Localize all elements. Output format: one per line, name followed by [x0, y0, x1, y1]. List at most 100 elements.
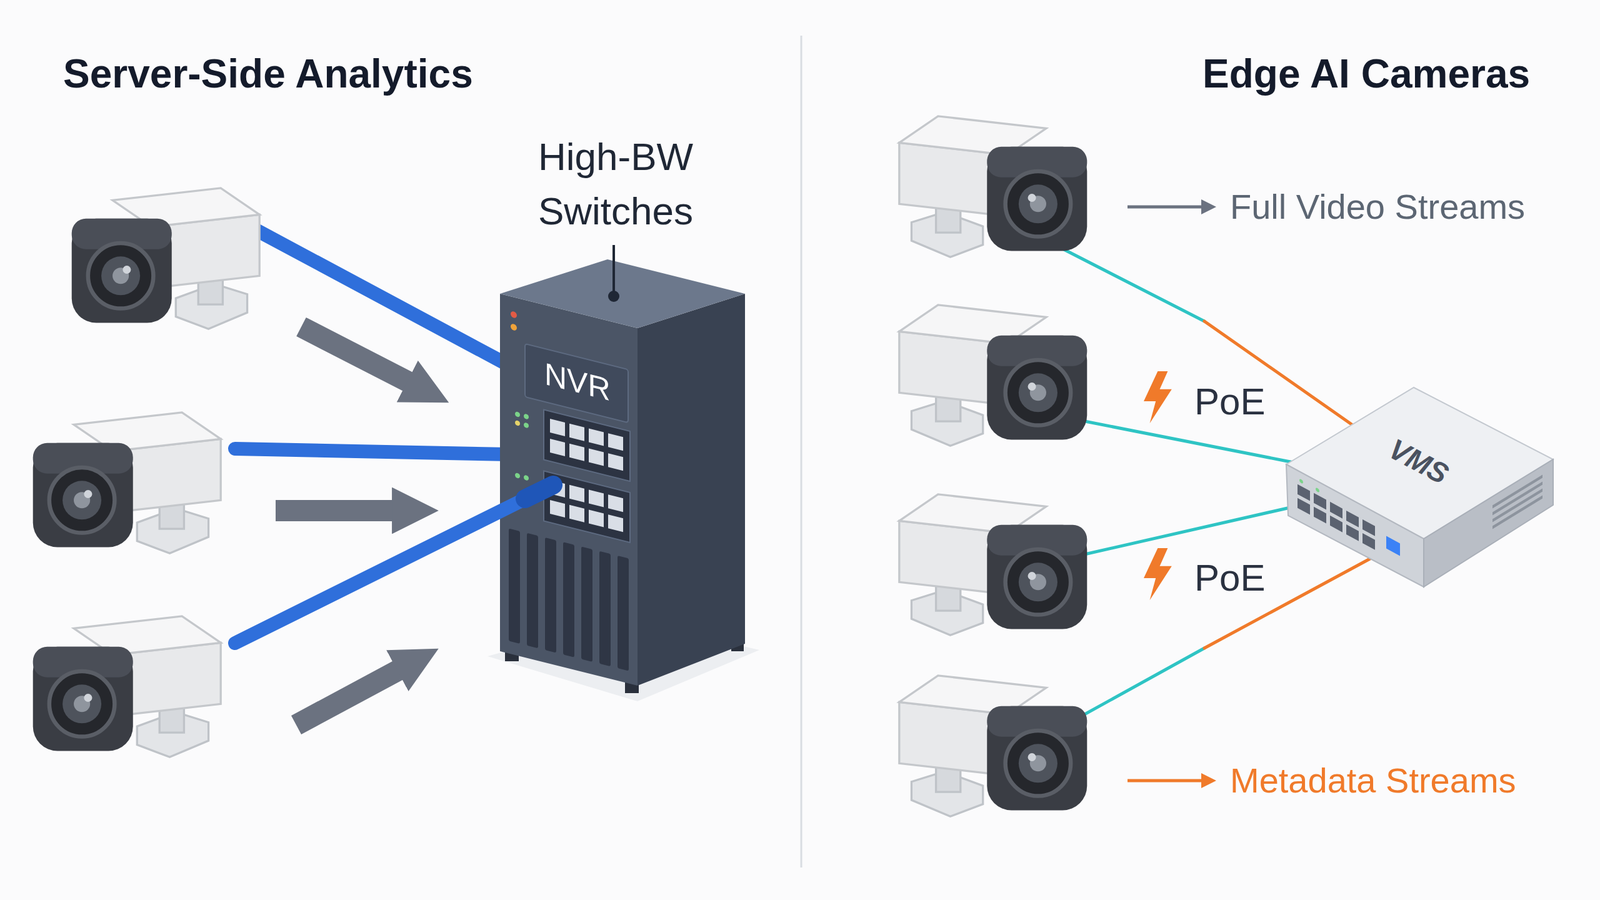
camera [899, 116, 1087, 257]
rack-front-details [523, 421, 529, 429]
legend-arrow [1127, 199, 1217, 215]
ethernet-cable [255, 229, 510, 366]
rack-front-details [588, 448, 604, 466]
vms-vents [1492, 495, 1543, 530]
rack-heading: High-BW Switches [512, 130, 719, 239]
cable-plug [525, 485, 554, 499]
legend-text: Full Video Streams [1230, 186, 1525, 227]
legend-arrow [1127, 779, 1205, 783]
rack-front-details [588, 489, 604, 507]
device-label: NVR [544, 356, 611, 409]
section-title: Server-Side Analytics [63, 51, 474, 98]
rack-front-details [550, 500, 565, 518]
divider [800, 35, 803, 868]
ethernet-cable [235, 485, 554, 644]
vms-vents [1492, 475, 1543, 530]
poe-label: PoE [1194, 380, 1265, 424]
rack-front-details [515, 411, 520, 418]
power-bolt [1143, 548, 1172, 600]
rack-front-details [608, 494, 624, 512]
rack-front-details [515, 472, 520, 479]
legend-text: Metadata Streams [1230, 760, 1517, 800]
legend-entry: Metadata Streams [1230, 760, 1517, 801]
vms-ports [1362, 519, 1375, 537]
camera [71, 188, 260, 329]
rack-front-details [543, 409, 630, 481]
vms-ports [1297, 477, 1400, 564]
flow-arrow [275, 500, 402, 522]
antenna [612, 245, 615, 297]
camera [899, 675, 1087, 817]
flow-arrow [296, 666, 406, 725]
vms-ports [1297, 484, 1375, 550]
rack-front-details [523, 413, 529, 420]
vms-ports [1313, 493, 1327, 510]
rack-front-details [569, 443, 585, 462]
vms-ports [1362, 533, 1375, 550]
rack-front-details [608, 453, 624, 471]
vms-ports [1346, 510, 1359, 528]
camera [33, 616, 221, 757]
rack-front-details [508, 310, 630, 671]
rack-front-details [588, 509, 604, 527]
camera [899, 305, 1087, 446]
legend-arrow [1201, 773, 1217, 789]
rack-front-details [588, 428, 604, 446]
poe-cable [1062, 505, 1302, 560]
vms-ports [1315, 486, 1320, 493]
power-bolt [1143, 371, 1172, 424]
rack-front-details [617, 555, 629, 671]
ethernet-cable [235, 229, 510, 455]
flow-arrow [275, 326, 416, 725]
camera [899, 494, 1087, 635]
rack-front-details [508, 528, 629, 671]
rack-front-details [569, 423, 585, 442]
rack-front-details [599, 551, 611, 667]
rack-front-details [569, 485, 585, 503]
rack-front-details [510, 310, 517, 319]
vms-ports [1346, 524, 1359, 542]
rack-front-details [569, 505, 585, 523]
vms-vents [1492, 475, 1543, 509]
flow-arrow [301, 326, 416, 386]
rack-front-details [526, 533, 539, 649]
rack-front-details [523, 474, 529, 481]
rack-front-details [510, 323, 517, 331]
rack-top [500, 259, 745, 329]
rack-front-details [550, 418, 565, 437]
legend-entry: Full Video Streams [1230, 186, 1525, 227]
rack-front-details [545, 537, 557, 653]
legend-arrow [1127, 205, 1205, 209]
rack-front-details [515, 420, 520, 427]
section-title: Edge AI Cameras [1202, 51, 1530, 98]
rack-front-details [581, 546, 593, 662]
vms-vents [1492, 481, 1543, 516]
device-label: VMS [1383, 431, 1454, 491]
rack-front-details [608, 514, 624, 532]
nvr-rack-node: High-BW SwitchesNVR [500, 257, 745, 686]
rack-front-details [550, 438, 565, 457]
poe-label: PoE [1194, 556, 1265, 600]
vms-ports [1330, 501, 1343, 519]
rack-front-details [525, 343, 629, 423]
nvr-rack [487, 259, 760, 702]
vms-ports [1313, 506, 1327, 524]
legend-arrow [1201, 199, 1217, 215]
rack-front [500, 293, 638, 686]
legend-arrow [1127, 773, 1217, 789]
vms-ports [1330, 515, 1343, 533]
vms-node: VMS [1286, 387, 1554, 587]
rack-side [637, 293, 745, 686]
vms-ports [1299, 478, 1304, 484]
ethernet-cable [235, 448, 510, 455]
antenna-dot [608, 290, 620, 302]
rack-front-details [550, 418, 624, 471]
rack-front-details [508, 528, 520, 644]
poe-cable [1056, 415, 1294, 463]
rack-front-details [608, 433, 624, 451]
vms-ports [1386, 536, 1400, 557]
vms-vents [1492, 488, 1543, 523]
vms-ports [1297, 484, 1310, 502]
